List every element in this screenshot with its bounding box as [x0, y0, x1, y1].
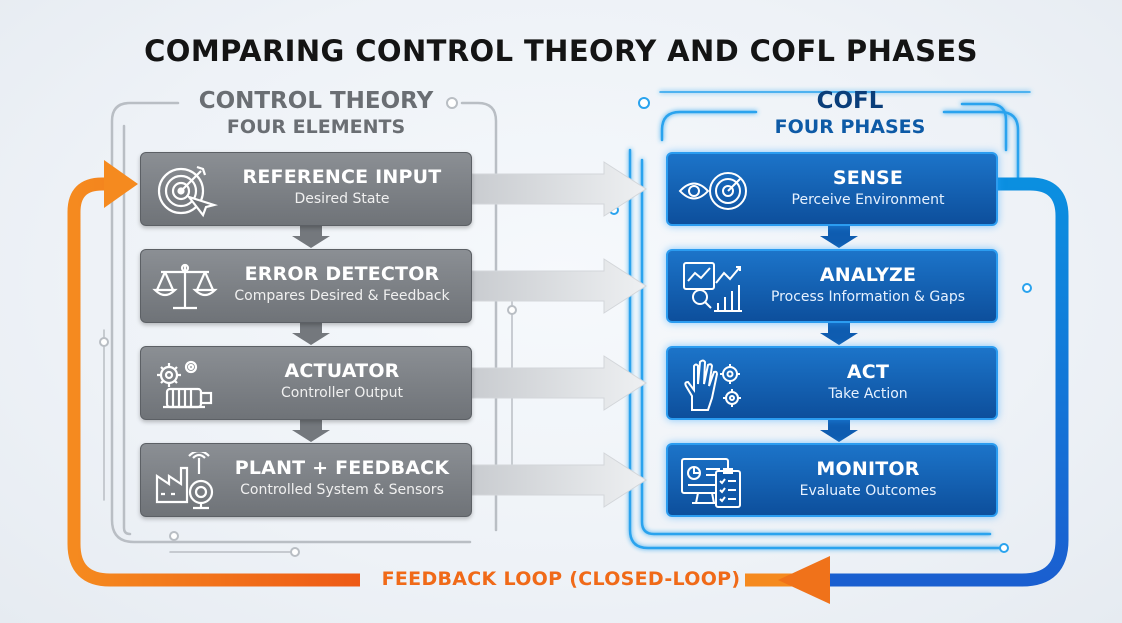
phase-card-sense: SENSE Perceive Environment [666, 152, 998, 226]
cofl-heading-line2: FOUR PHASES [774, 116, 926, 138]
element-label: REFERENCE INPUT [242, 166, 442, 188]
element-sublabel: Controlled System & Sensors [240, 482, 444, 498]
phase-label: ANALYZE [819, 264, 917, 286]
mapping-arrow-2 [471, 258, 647, 314]
left-circuit-nodes [99, 97, 517, 557]
right-circuit-frame [628, 91, 1031, 550]
element-label: ACTUATOR [284, 360, 400, 382]
phase-sublabel: Evaluate Outcomes [799, 483, 937, 499]
phase-label: ACT [846, 361, 890, 383]
loop-arrowhead-right [104, 160, 138, 208]
monitor-checklist-icon [681, 458, 741, 508]
element-label: ERROR DETECTOR [244, 263, 440, 285]
gears-motor-icon [157, 360, 213, 409]
control-theory-heading: CONTROL THEORY FOUR ELEMENTS [176, 88, 456, 140]
element-card-actuator: ACTUATOR Controller Output [140, 346, 472, 420]
page-title: COMPARING CONTROL THEORY AND COFL PHASES [144, 34, 978, 68]
left-down-arrows [292, 226, 330, 442]
phase-label: MONITOR [816, 458, 920, 480]
element-card-reference-input: REFERENCE INPUT Desired State [140, 152, 472, 226]
cofl-heading-line1: COFL [816, 88, 884, 114]
phase-label: SENSE [832, 167, 904, 189]
loop-arrowhead-left [778, 556, 830, 604]
phase-card-act: ACT Take Action [666, 346, 998, 420]
balance-scale-icon [152, 263, 218, 310]
feedback-loop-label: FEEDBACK LOOP (CLOSED-LOOP) [381, 568, 741, 590]
element-sublabel: Desired State [294, 191, 390, 207]
element-card-error-detector: ERROR DETECTOR Compares Desired & Feedba… [140, 249, 472, 323]
mapping-arrow-4 [471, 452, 647, 508]
cofl-heading: COFL FOUR PHASES [700, 88, 1000, 140]
right-down-arrows [820, 226, 858, 442]
right-loop-segment [830, 177, 1069, 587]
element-sublabel: Controller Output [281, 385, 403, 401]
phase-card-monitor: MONITOR Evaluate Outcomes [666, 443, 998, 517]
phase-sublabel: Process Information & Gaps [770, 289, 966, 305]
target-cursor-icon [157, 165, 219, 218]
left-loop-segment [67, 177, 360, 587]
element-card-plant-feedback: PLANT + FEEDBACK Controlled System & Sen… [140, 443, 472, 517]
hand-gears-icon [684, 359, 741, 411]
control-theory-heading-line2: FOUR ELEMENTS [226, 116, 406, 138]
element-label: PLANT + FEEDBACK [234, 457, 450, 479]
mapping-arrow-3 [471, 355, 647, 411]
chart-analysis-icon [683, 262, 742, 312]
control-theory-heading-line1: CONTROL THEORY [198, 88, 434, 114]
phase-card-analyze: ANALYZE Process Information & Gaps [666, 249, 998, 323]
factory-sensor-icon [155, 452, 214, 510]
phase-sublabel: Perceive Environment [791, 192, 945, 208]
mapping-arrow-1 [471, 161, 647, 217]
mapping-arrows [471, 161, 647, 508]
phase-sublabel: Take Action [828, 386, 908, 402]
element-sublabel: Compares Desired & Feedback [234, 288, 450, 304]
eye-radar-icon [678, 172, 747, 210]
